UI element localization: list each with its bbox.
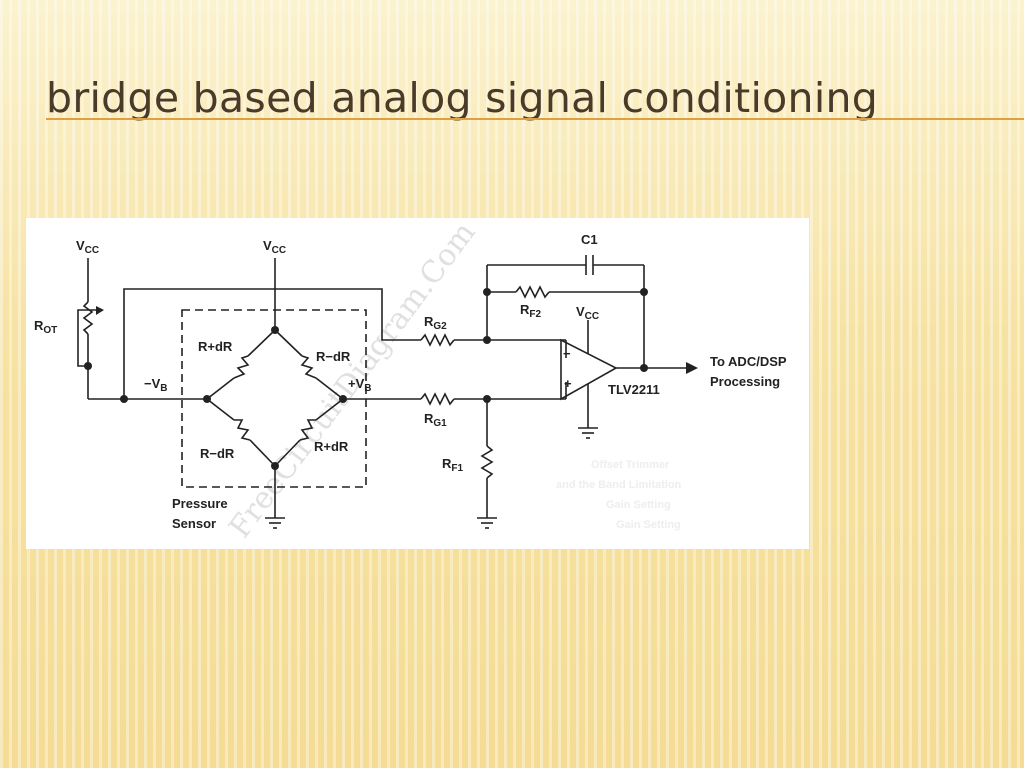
dot-bridge-bottom [271,462,279,470]
label-vcc-opamp: VCC [576,304,599,322]
slide-title: bridge based analog signal conditioning [46,74,879,122]
label-vcc-top: VCC [263,238,286,256]
label-plus-input: + [564,376,572,391]
r-top-left [233,355,250,379]
rf2-resistor [515,285,550,299]
dot-rg1 [483,395,491,403]
label-minus-input: − [563,346,571,361]
label-rg2: RG2 [424,314,447,332]
label-output-2: Processing [710,374,780,389]
dot-rf2-right [640,288,648,296]
wire-top-loop [123,288,421,399]
label-pos-vb: +VB [348,376,372,394]
label-r-bot-left: R−dR [200,446,235,461]
dot-pot [84,362,92,370]
dot-bridge-left [203,395,211,403]
output-arrow [686,362,698,374]
label-r-top-left: R+dR [198,339,233,354]
wires [77,255,686,529]
label-rot: ROT [34,318,57,336]
label-opamp: TLV2211 [608,382,660,397]
dot-bridge-top [271,326,279,334]
wire-pot-wiper [77,309,96,367]
label-output-1: To ADC/DSP [710,354,787,369]
label-c1: C1 [581,232,598,247]
bridge-wire-br1 [315,398,344,421]
bridge-wire-tr2 [315,377,344,400]
dot-bridge-right [339,395,347,403]
faint-row-2: and the Band Limitation [556,479,682,491]
faint-row-4: Gain Setting [616,519,681,531]
label-sensor-1: Pressure [172,496,228,511]
bridge-wire-tr1 [274,329,303,357]
label-r-top-right: R−dR [316,349,351,364]
label-rf2: RF2 [520,302,541,320]
bridge-wire-tl2 [206,377,235,400]
label-sensor-2: Sensor [172,516,216,531]
sensor-box [181,309,367,488]
rf1-resistor [480,445,494,479]
dot-output [640,364,648,372]
circuit-svg: FreeCircuitDiagram.Com Offset Trimmer an… [34,218,787,545]
label-rf1: RF1 [442,456,463,474]
faint-row-1: Offset Trimmer [591,459,670,471]
title-underline [46,118,1024,120]
dot-rf2-left [483,288,491,296]
label-vcc-left: VCC [76,238,99,256]
bridge-wire-bl2 [249,439,276,467]
rg2-resistor [420,333,455,347]
r-bot-left [234,419,251,441]
label-neg-vb: −VB [144,376,168,394]
rot-resistor [82,301,94,335]
circuit-diagram: FreeCircuitDiagram.Com Offset Trimmer an… [26,218,809,549]
bridge-wire-tl1 [247,329,276,357]
label-r-bot-right: R+dR [314,439,349,454]
rg1-resistor [420,392,455,406]
label-rg1: RG1 [424,411,447,429]
faint-row-3: Gain Setting [606,499,671,511]
junction-dots [84,288,648,470]
dot-rg2 [483,336,491,344]
bridge-wire-br2 [274,439,301,467]
dot-neg-vb [120,395,128,403]
r-top-right [300,355,317,379]
pot-wiper-arrow [96,306,104,315]
bridge-wire-bl1 [206,398,235,421]
r-bot-right [299,419,316,441]
faint-table: Offset Trimmer and the Band Limitation G… [556,459,682,531]
